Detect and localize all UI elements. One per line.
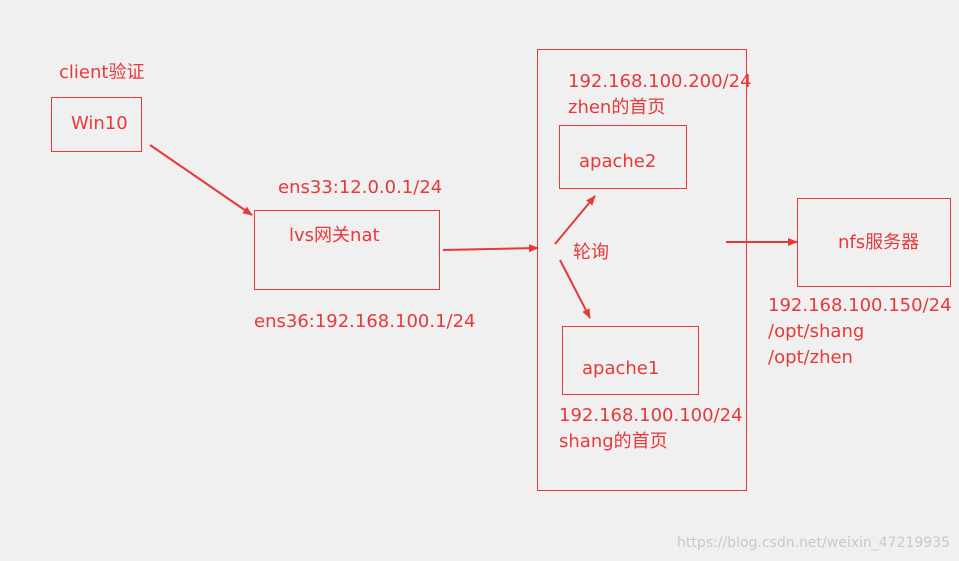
- nfs-server-box: [797, 198, 951, 287]
- arrow-to-apache2: [554, 195, 596, 245]
- arrow-client-to-lvs: [149, 144, 253, 216]
- lvs-gateway-label: lvs网关nat: [289, 225, 380, 246]
- lvs-gateway-box: [254, 210, 440, 290]
- apache2-label: apache2: [579, 151, 657, 172]
- apache2-box: [559, 125, 687, 189]
- apache2-ip: 192.168.100.200/24: [568, 71, 752, 92]
- nfs-ip: 192.168.100.150/24: [768, 295, 952, 316]
- apache1-page: shang的首页: [559, 431, 668, 452]
- arrow-to-apache1: [559, 259, 591, 319]
- ens36-address: ens36:192.168.100.1/24: [254, 311, 476, 332]
- ens33-address: ens33:12.0.0.1/24: [278, 177, 443, 198]
- win10-label: Win10: [71, 113, 128, 134]
- nfs-path-shang: /opt/shang: [768, 321, 865, 342]
- apache1-ip: 192.168.100.100/24: [559, 405, 743, 426]
- apache2-page: zhen的首页: [568, 97, 666, 118]
- server-pool-container: [537, 49, 747, 491]
- watermark-url: https://blog.csdn.net/weixin_47219935: [677, 535, 951, 551]
- nfs-path-zhen: /opt/zhen: [768, 347, 853, 368]
- client-caption: client验证: [59, 62, 145, 83]
- apache1-label: apache1: [582, 358, 660, 379]
- nfs-server-label: nfs服务器: [838, 232, 920, 253]
- arrow-lvs-to-pool: [442, 244, 539, 253]
- win10-client-box: [51, 97, 142, 152]
- round-robin-label: 轮询: [573, 242, 609, 263]
- apache1-box: [562, 326, 699, 395]
